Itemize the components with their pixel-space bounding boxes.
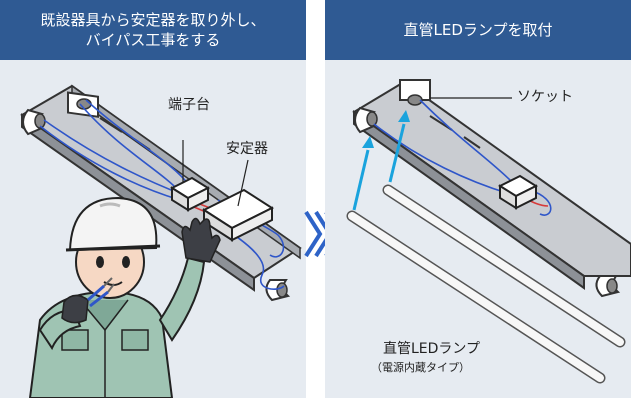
bypass-wires: [373, 99, 552, 216]
worker-figure: [28, 196, 221, 398]
terminal-block-label: 端子台: [168, 97, 210, 113]
led-tube: [382, 184, 626, 348]
step-remove-ballast-panel: 既設器具から安定器を取り外し、 バイパス工事をする: [0, 0, 306, 398]
socket-label: ソケット: [517, 89, 573, 105]
ballast: [201, 188, 275, 242]
socket-icon: [265, 279, 291, 302]
insert-arrow-icon: [388, 110, 410, 183]
socket-icon: [67, 91, 99, 118]
ballast-leader-line: [237, 159, 249, 207]
led-lamp-label: 直管LEDランプ: [383, 341, 481, 357]
title-line-1: 既設器具から安定器を取り外し、: [40, 11, 266, 29]
light-fixture-body: [20, 84, 302, 292]
led-lamp-install-illustration: [346, 79, 631, 384]
step-remove-ballast-title: 既設器具から安定器を取り外し、 バイパス工事をする: [0, 0, 306, 60]
insert-arrow-icon: [352, 136, 374, 211]
fixture-bypass-illustration: [20, 84, 302, 398]
step-install-led-panel: 直管LEDランプを取付: [325, 0, 631, 398]
socket-icon: [354, 106, 378, 134]
ballast-label: 安定器: [226, 141, 268, 157]
led-tube: [346, 210, 606, 384]
terminal-block: [497, 174, 539, 210]
socket-icon: [22, 108, 46, 136]
title-line-2: バイパス工事をする: [85, 31, 221, 49]
socket-icon: [595, 275, 621, 298]
light-fixture-body: [352, 80, 631, 290]
socket-icon: [399, 79, 431, 106]
step-install-led-title: 直管LEDランプを取付: [325, 0, 631, 60]
terminal-block: [169, 176, 211, 212]
title-text: 直管LEDランプを取付: [403, 21, 553, 39]
led-lamp-sublabel: （電源内蔵タイプ）: [371, 361, 470, 374]
